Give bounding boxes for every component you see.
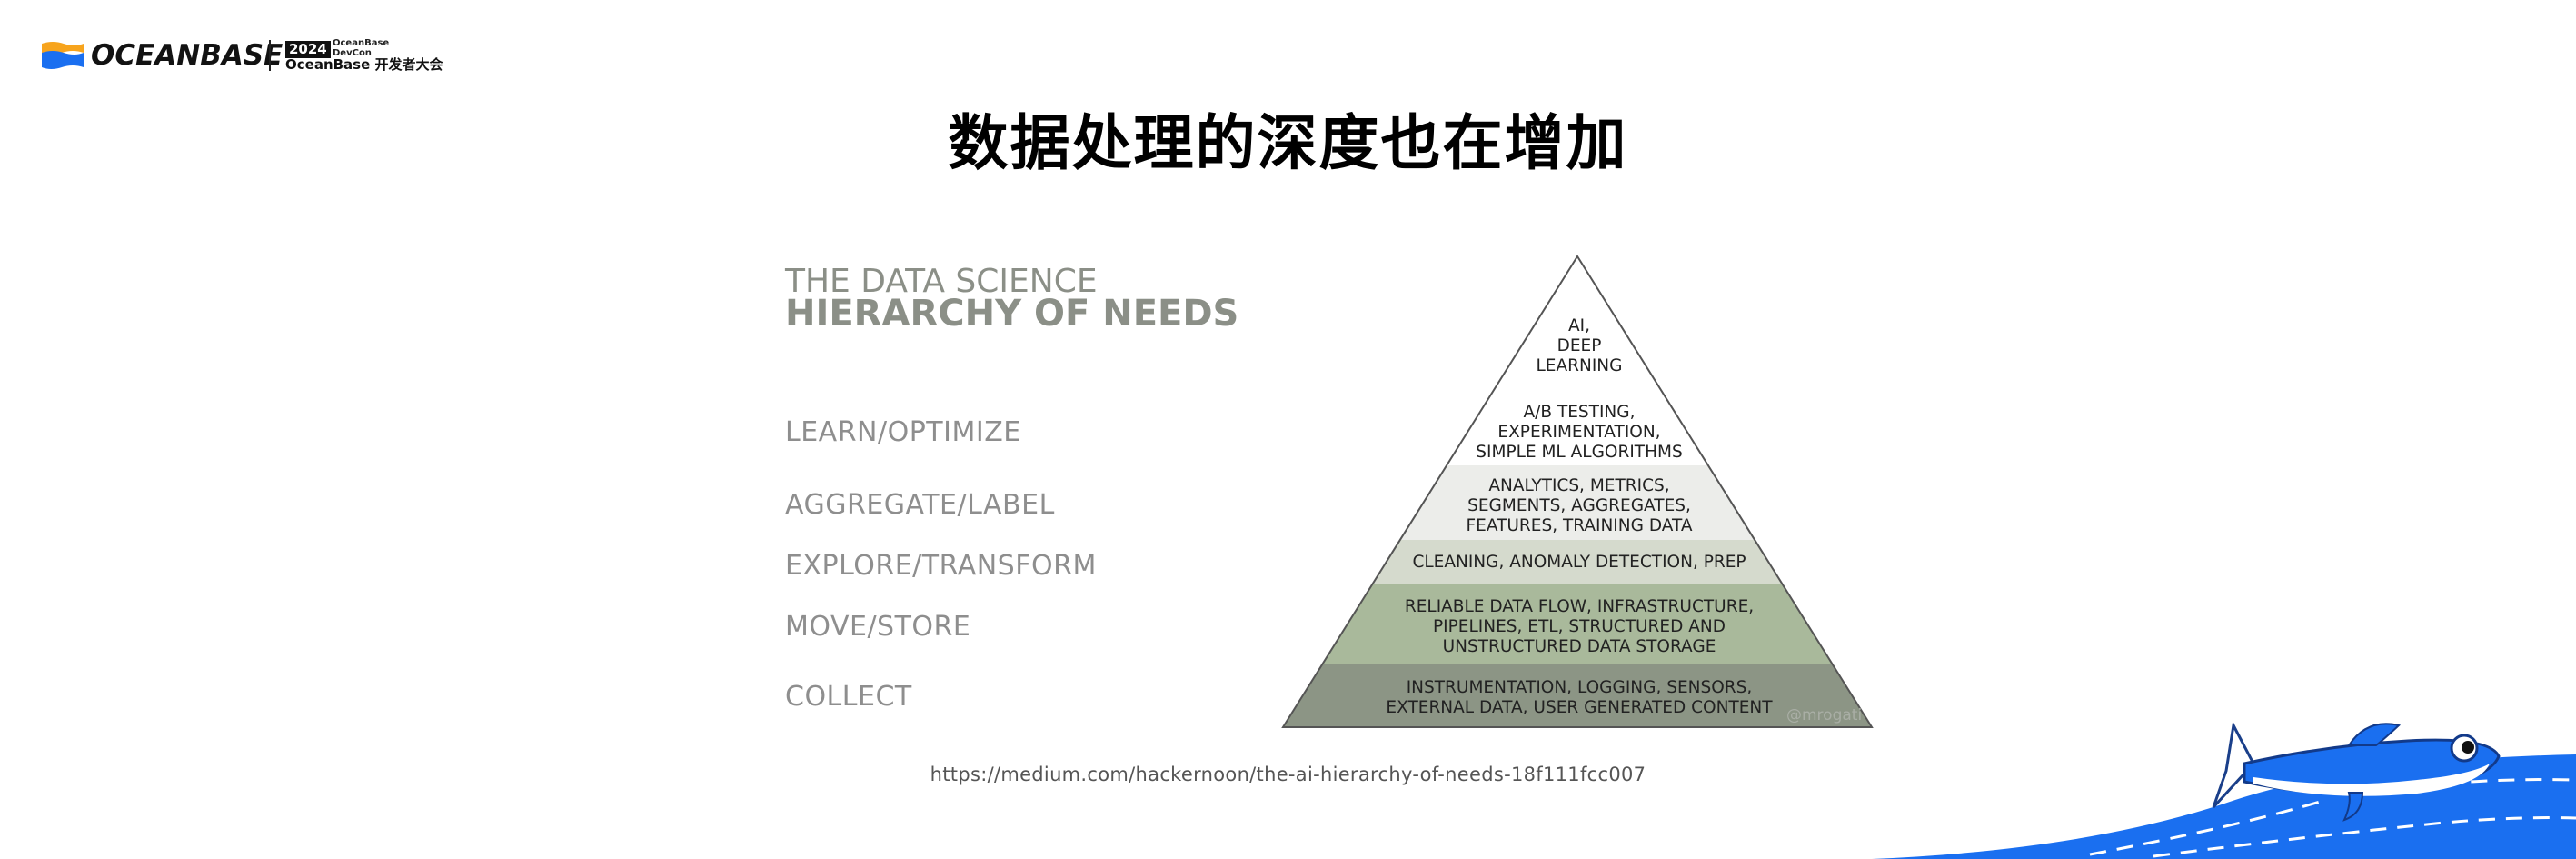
level-instrumentation-line: EXTERNAL DATA, USER GENERATED CONTENT [1386,698,1773,717]
level-data-flow-line: UNSTRUCTURED DATA STORAGE [1443,637,1716,656]
level-cleaning-line: CLEANING, ANOMALY DETECTION, PREP [1412,553,1746,572]
level-data-flow-line: RELIABLE DATA FLOW, INFRASTRUCTURE, [1405,597,1754,616]
level-ab-testing-line: A/B TESTING, [1523,403,1635,422]
pyramid-band [1283,584,1872,664]
brand-name: OCEANBASE [91,39,283,72]
devcon-mini-line: DevCon [333,48,372,58]
level-instrumentation-line: INSTRUMENTATION, LOGGING, SENSORS, [1407,678,1753,697]
level-ab-testing-line: EXPERIMENTATION, [1497,423,1660,442]
source-url: https://medium.com/hackernoon/the-ai-hie… [930,764,1646,785]
stage-label-move: MOVE/STORE [785,611,971,643]
stage-label-explore: EXPLORE/TRANSFORM [785,550,1097,582]
year-badge: 2024 [285,41,331,58]
level-analytics-line: ANALYTICS, METRICS, [1488,476,1669,495]
hierarchy-heading-line2: HIERARCHY OF NEEDS [785,293,1239,335]
pyramid-outline [1281,255,1874,728]
header-divider [269,40,271,71]
devcon-mini-label: OceanBase DevCon [333,38,389,58]
hierarchy-pyramid: AI, DEEP LEARNING A/B TESTING, EXPERIMEN… [1281,255,1874,728]
hierarchy-heading-line1: THE DATA SCIENCE [785,263,1098,300]
level-ai-line: LEARNING [1537,356,1623,375]
level-ai-line: DEEP [1557,336,1602,355]
level-analytics-line: SEGMENTS, AGGREGATES, [1467,496,1691,515]
level-data-flow-line: PIPELINES, ETL, STRUCTURED AND [1433,617,1726,636]
devcon-title: OceanBase 开发者大会 [285,56,443,73]
author-watermark: @mrogati [1786,706,1862,724]
oceanbase-fish-mascot-icon [1872,721,2576,859]
stage-label-aggregate: AGGREGATE/LABEL [785,489,1055,521]
pyramid-band [1283,664,1872,727]
devcon-mini-line: OceanBase [333,38,390,48]
page-title: 数据处理的深度也在增加 [948,108,1628,178]
level-ai-line: AI, [1568,316,1590,335]
stage-label-learn: LEARN/OPTIMIZE [785,416,1021,448]
stage-label-collect: COLLECT [785,681,912,713]
level-ab-testing-line: SIMPLE ML ALGORITHMS [1476,443,1682,462]
oceanbase-logo-icon [42,42,84,69]
level-analytics-line: FEATURES, TRAINING DATA [1467,516,1693,535]
